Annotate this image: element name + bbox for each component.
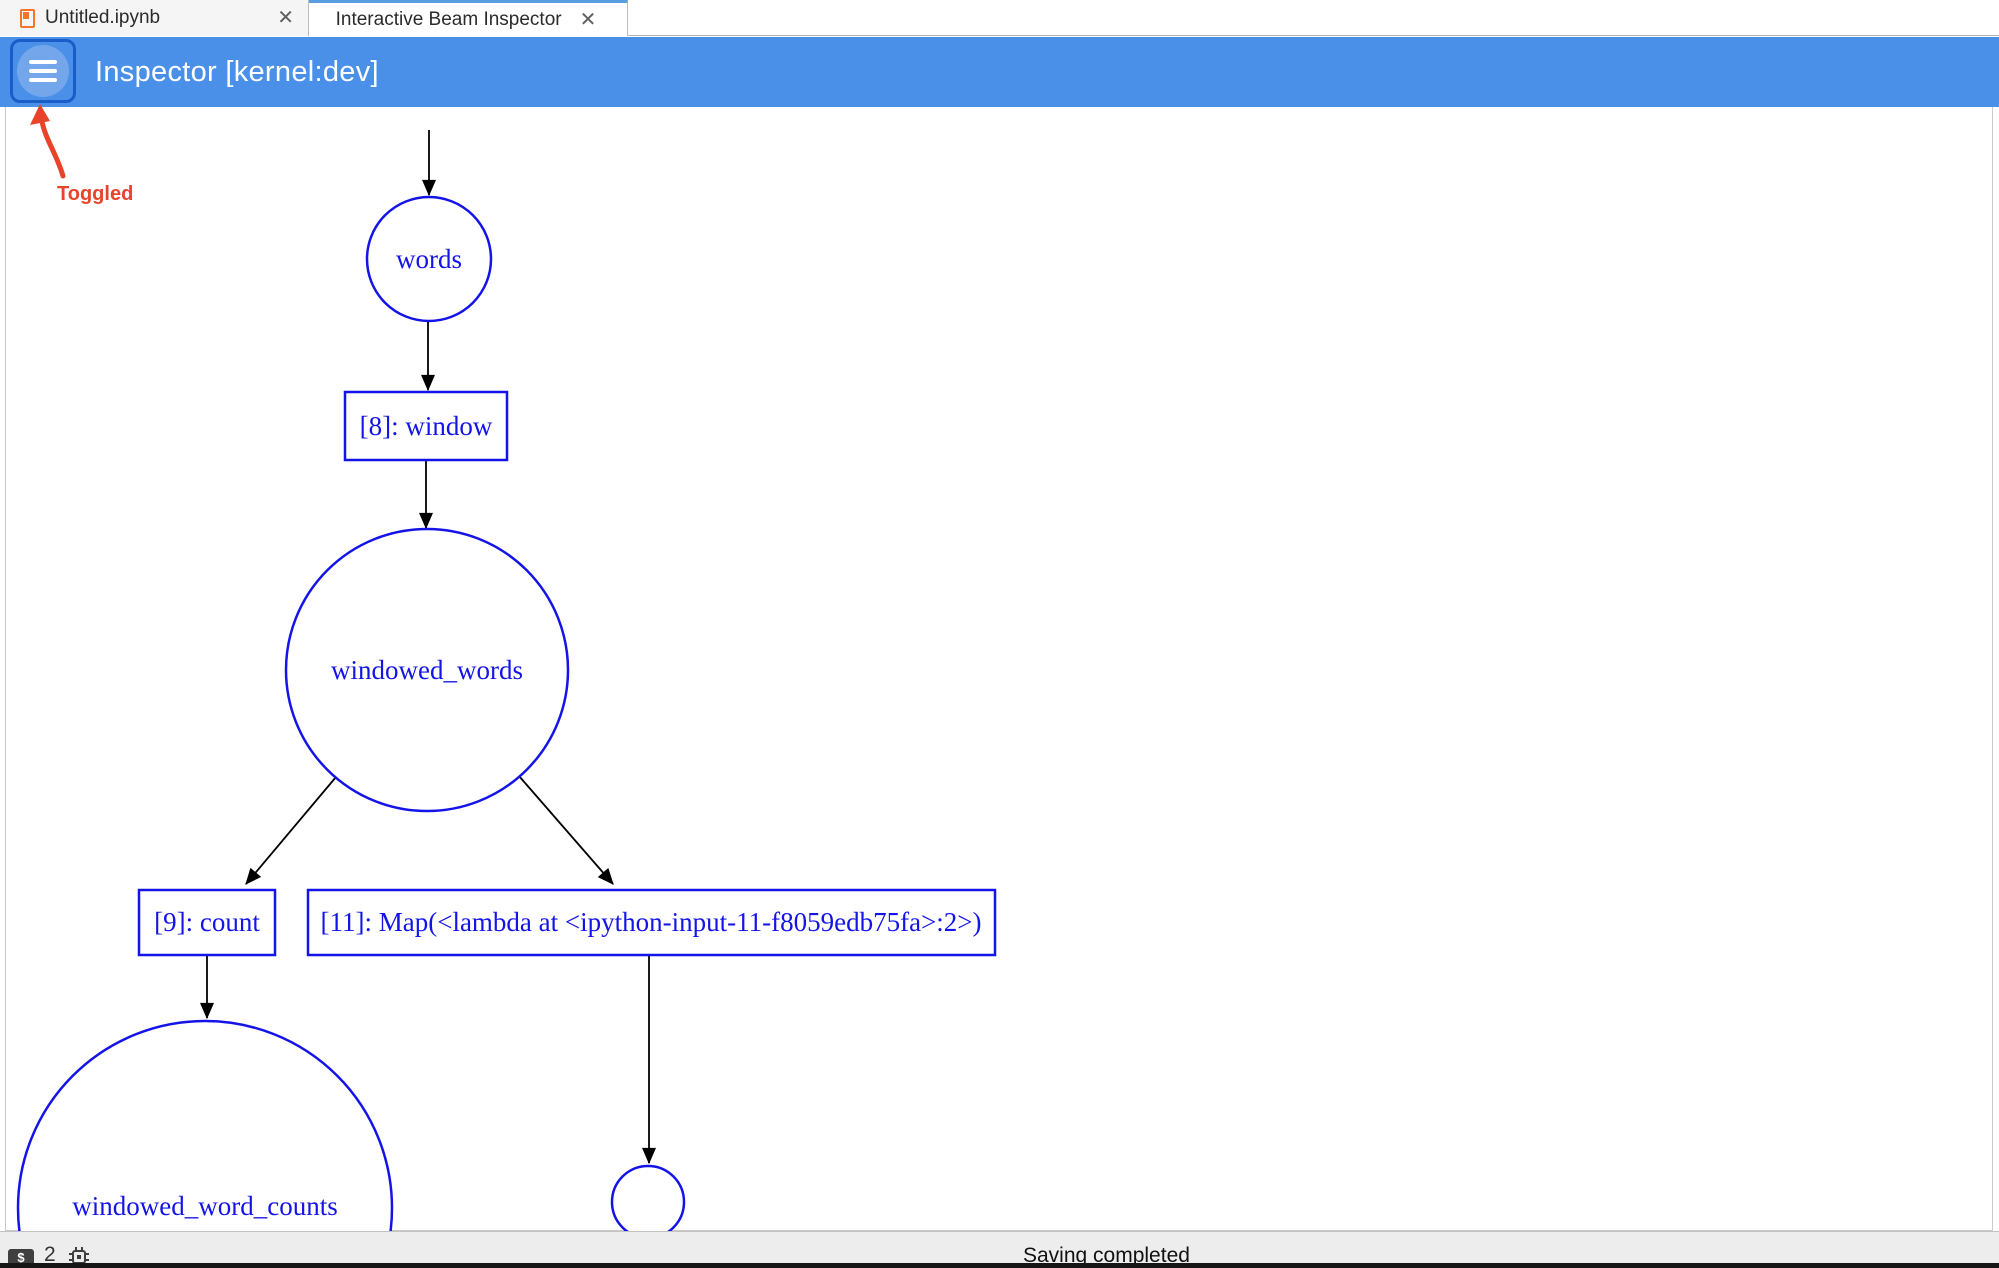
inspector-header: Inspector [kernel:dev] [0, 37, 1999, 107]
node-label: words [396, 244, 462, 274]
tab-bar: Untitled.ipynb ✕ Interactive Beam Inspec… [0, 0, 1999, 36]
pcollection-node-windowed-words[interactable] [284, 527, 570, 813]
node-label: [8]: window [360, 411, 493, 441]
node-label: windowed_word_counts [72, 1191, 337, 1221]
tab-label: Interactive Beam Inspector [335, 8, 562, 30]
edge-windowed-words-to-count [245, 776, 337, 885]
page-title: Inspector [kernel:dev] [95, 56, 379, 88]
bottom-edge-strip [0, 1263, 1999, 1268]
pipeline-graph: words [8]: window windowed_words [9]: co… [16, 104, 997, 1231]
transform-node-map-lambda[interactable] [306, 888, 997, 957]
edge-windowed-words-to-map [518, 775, 614, 885]
tab-untitled-notebook[interactable]: Untitled.ipynb ✕ [0, 0, 309, 36]
pcollection-node-words[interactable] [365, 195, 493, 323]
status-bar: $ 2 Saving completed [0, 1231, 1999, 1268]
node-label: [9]: count [154, 907, 260, 937]
node-label: windowed_words [331, 655, 523, 685]
menu-toggle-button[interactable] [10, 39, 76, 103]
terminal-icon[interactable]: $ [8, 1249, 34, 1267]
transform-node-window[interactable] [343, 390, 509, 462]
terminal-count: 2 [44, 1243, 56, 1266]
pcollection-node-windowed-word-counts[interactable] [16, 1019, 394, 1231]
node-label: [11]: Map(<lambda at <ipython-input-11-f… [321, 907, 982, 937]
close-tab-icon[interactable]: ✕ [579, 8, 597, 31]
close-tab-icon[interactable]: ✕ [277, 7, 294, 29]
status-message: Saving completed [1023, 1244, 1190, 1267]
toggled-annotation-label: Toggled [57, 183, 134, 205]
pcollection-node-unnamed[interactable] [610, 1164, 686, 1231]
tab-interactive-beam-inspector[interactable]: Interactive Beam Inspector ✕ [309, 0, 628, 36]
notebook-icon [20, 8, 35, 28]
transform-node-count[interactable] [137, 888, 277, 957]
hamburger-icon [17, 45, 69, 97]
toggled-annotation-arrow [30, 104, 66, 179]
tab-label: Untitled.ipynb [45, 7, 161, 28]
